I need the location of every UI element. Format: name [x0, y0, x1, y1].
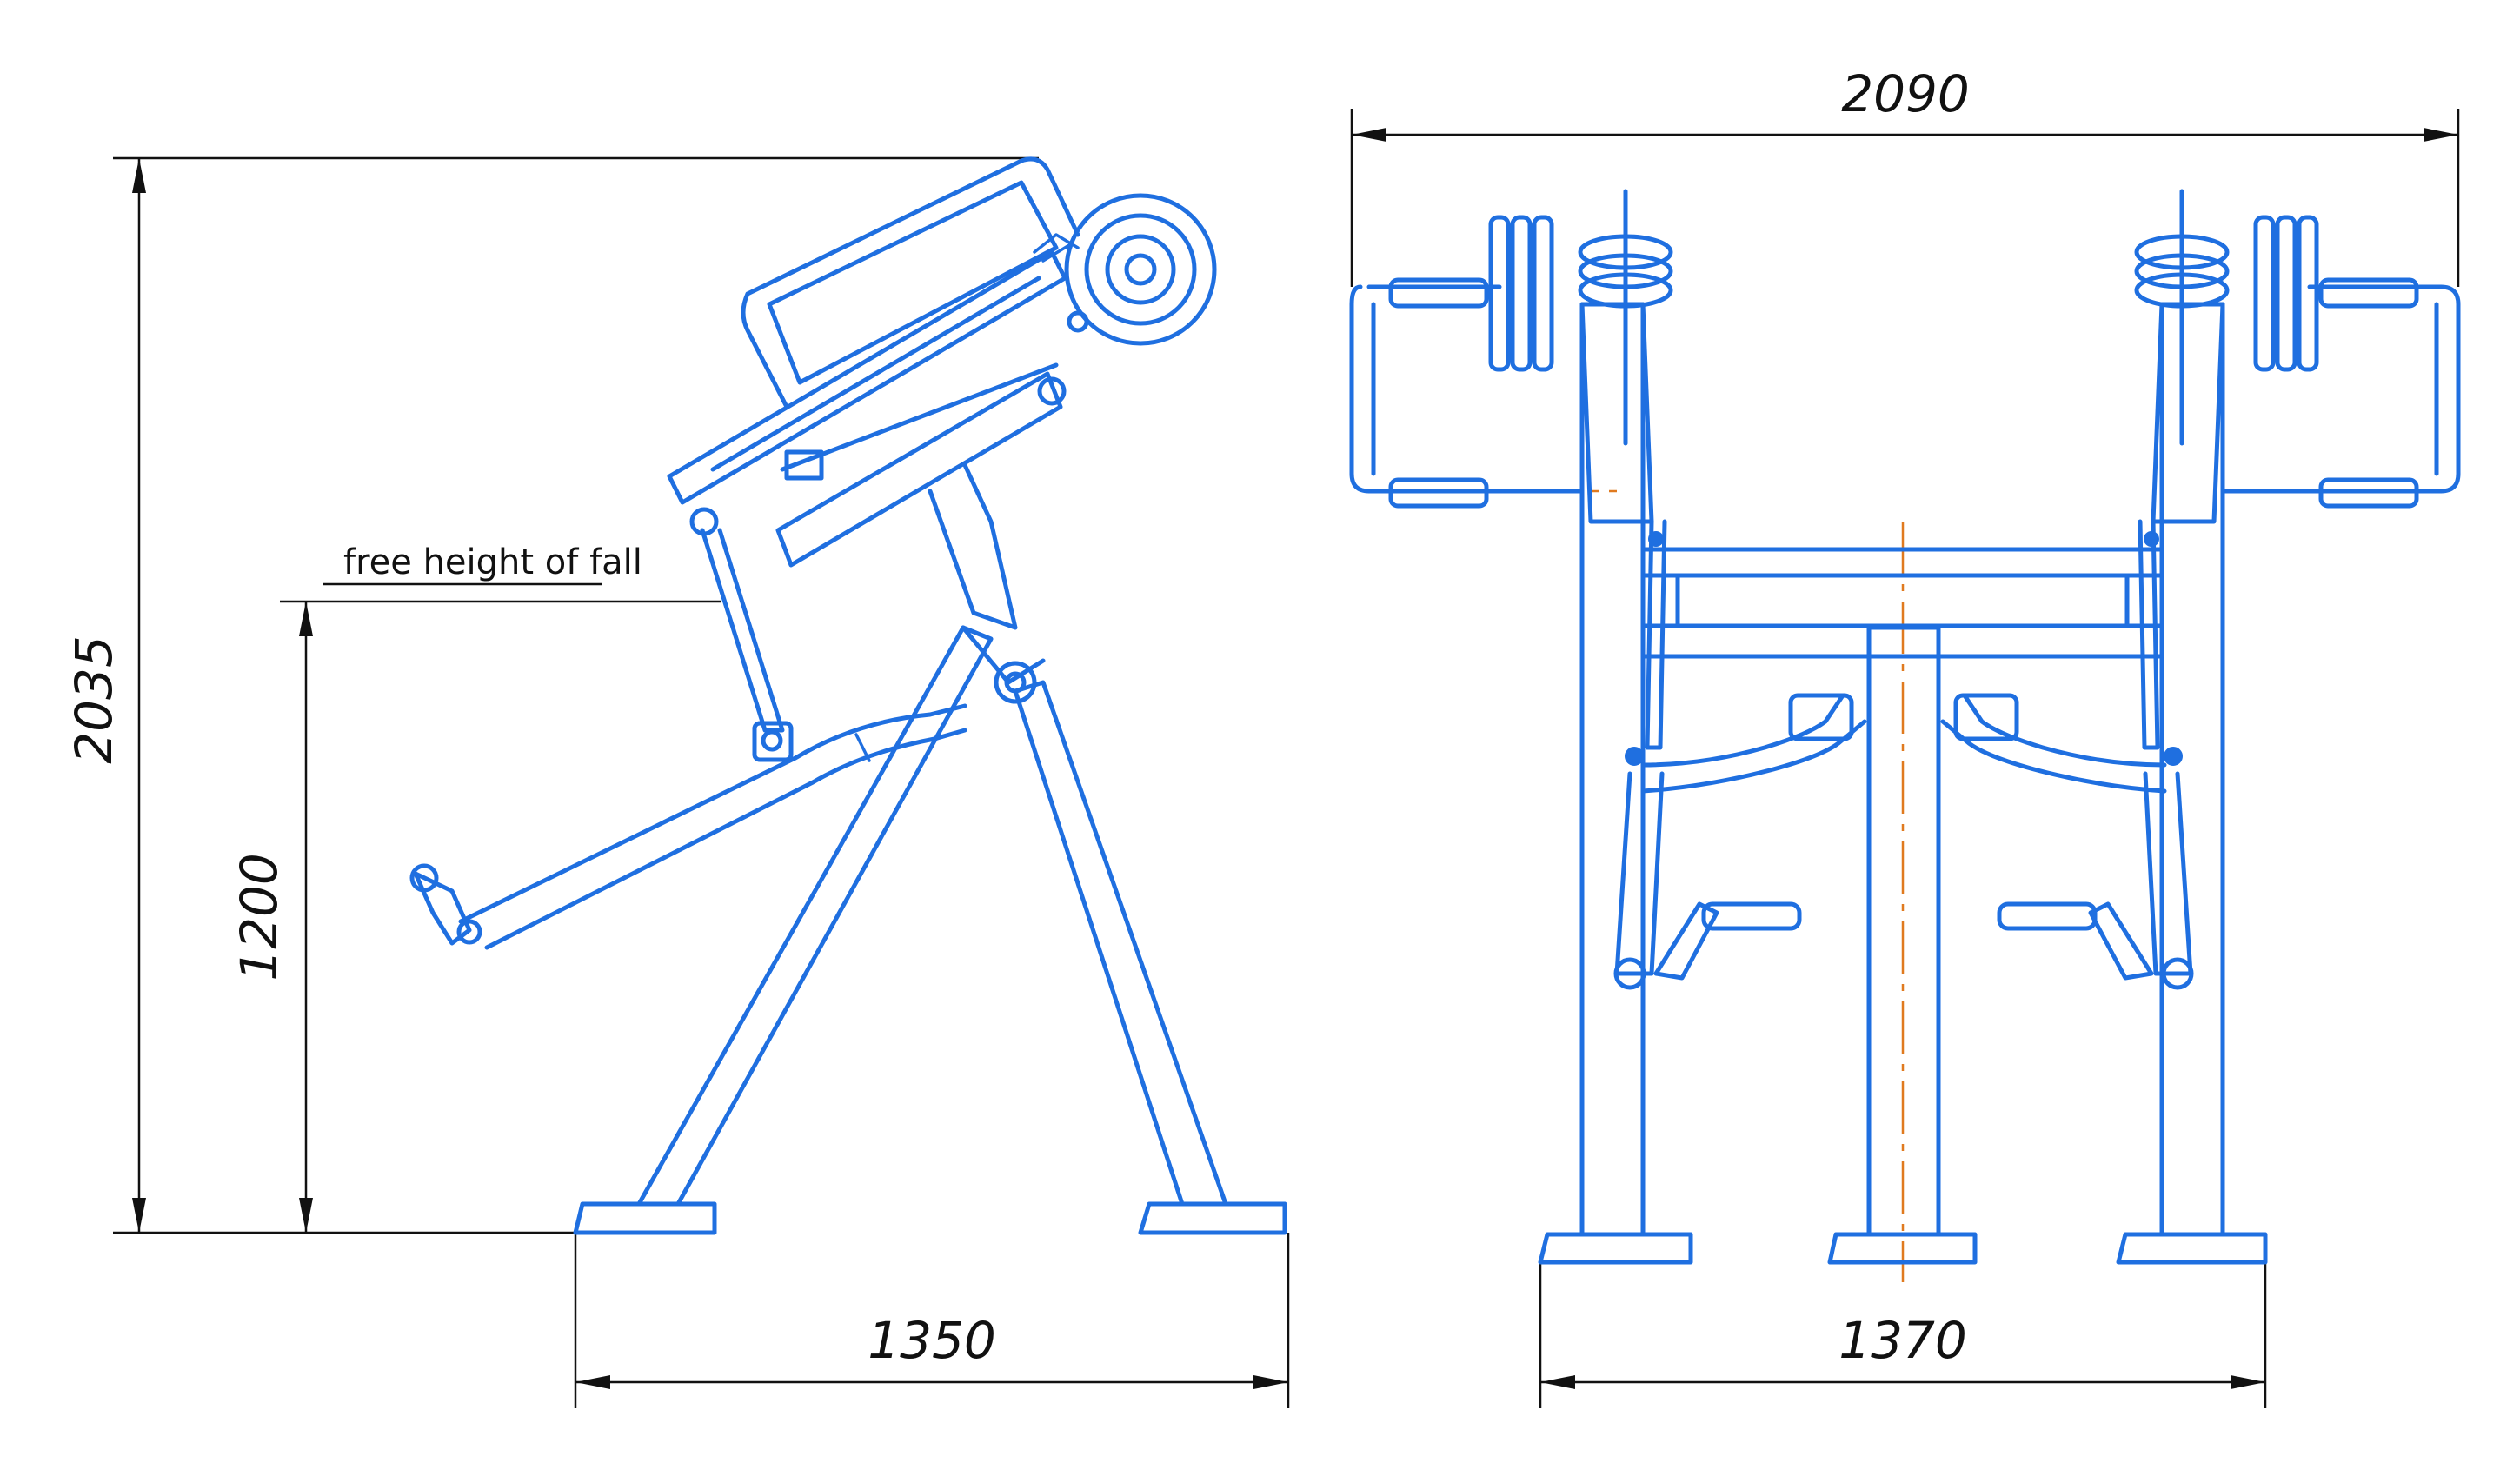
overall-width-dimension: 2090 — [1350, 64, 2460, 287]
foot-plate-left — [573, 1201, 717, 1235]
foot-plate-right — [1138, 1201, 1287, 1235]
base-width-dimension: 1370 — [1539, 1262, 2267, 1408]
height-dimension: 2035 — [64, 156, 1039, 1234]
side-frame — [409, 156, 1287, 1235]
length-dimension-label: 1350 — [868, 1311, 996, 1370]
fall-height-dimension-label: 1200 — [229, 853, 289, 981]
fall-height-dimension: 1200 free height of fall — [229, 542, 721, 1233]
overall-width-dimension-label: 2090 — [1841, 64, 1970, 123]
front-frame — [1349, 189, 2461, 1265]
length-dimension: 1350 — [574, 1233, 1290, 1408]
front-view: 2090 1370 — [1349, 64, 2461, 1408]
height-dimension-label: 2035 — [64, 635, 123, 764]
fall-height-note: free height of fall — [343, 542, 642, 582]
side-view: 2035 1200 free height of fall 1350 — [64, 156, 1290, 1408]
base-width-dimension-label: 1370 — [1838, 1311, 1967, 1370]
